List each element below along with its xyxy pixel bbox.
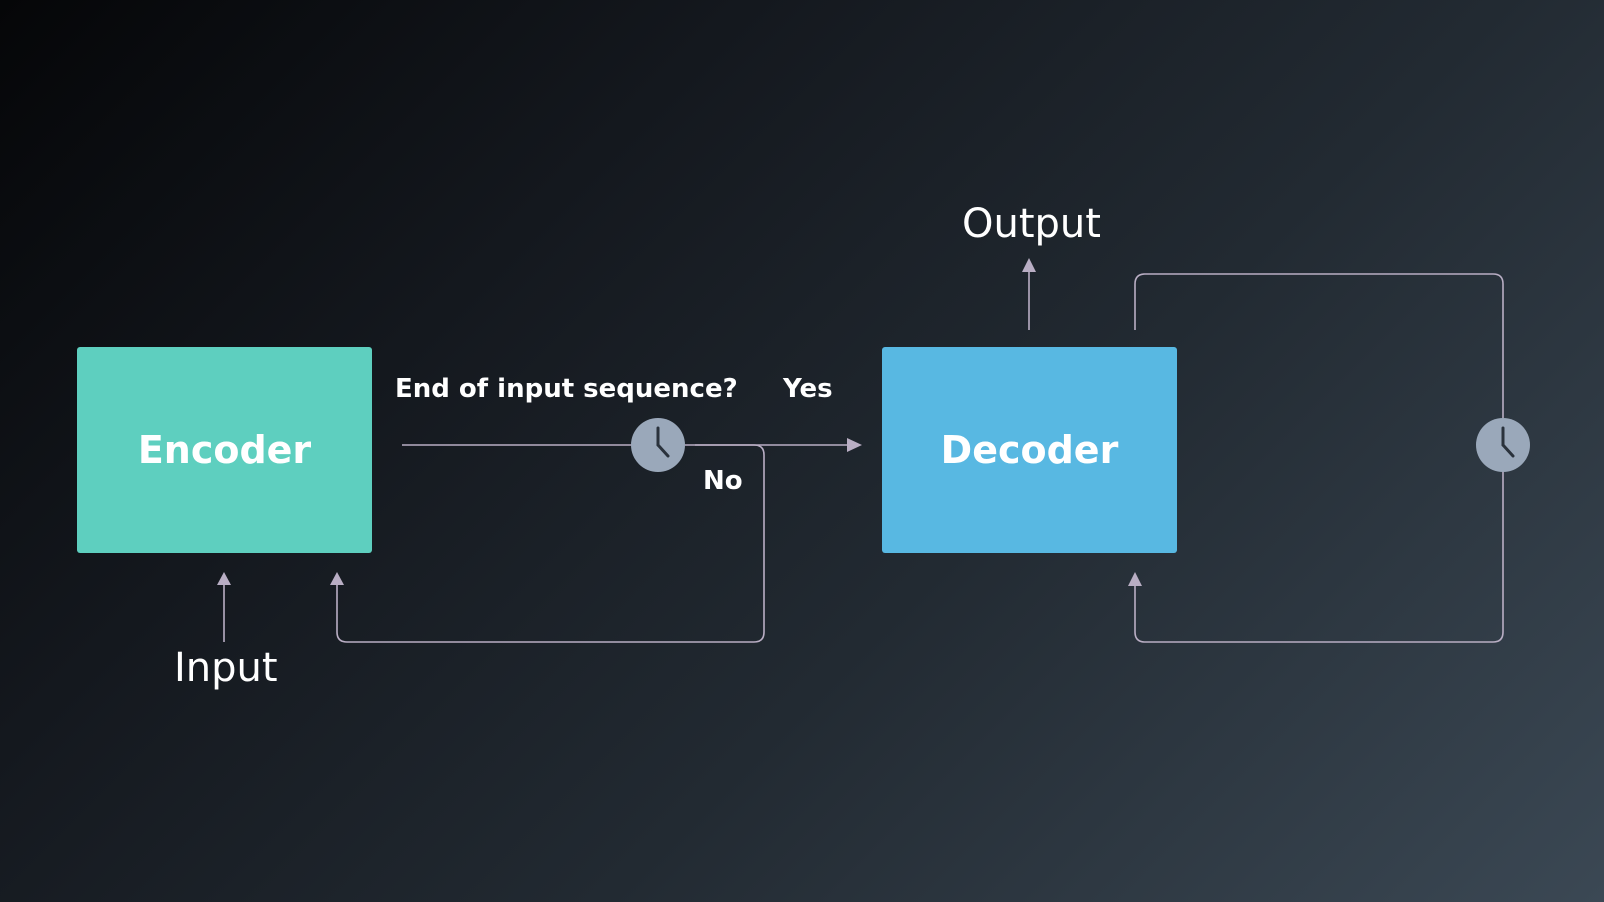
decoder-box: Decoder	[882, 347, 1177, 553]
output-arrow	[1022, 258, 1036, 330]
encoder-box: Encoder	[77, 347, 372, 553]
encoder-label: Encoder	[137, 428, 312, 472]
yes-label: Yes	[783, 374, 833, 404]
decoder-label: Decoder	[940, 428, 1119, 472]
encoder-to-decoder-arrow	[402, 438, 862, 452]
output-label: Output	[962, 201, 1101, 247]
encoder-loop-arrow	[330, 444, 765, 643]
clock-icon	[1476, 418, 1530, 472]
input-arrow	[217, 572, 231, 642]
no-label: No	[703, 466, 743, 496]
end-of-sequence-question: End of input sequence?	[395, 374, 738, 404]
input-label: Input	[174, 645, 278, 691]
decoder-loop-arrow	[1128, 273, 1504, 643]
clock-icon	[631, 418, 685, 472]
